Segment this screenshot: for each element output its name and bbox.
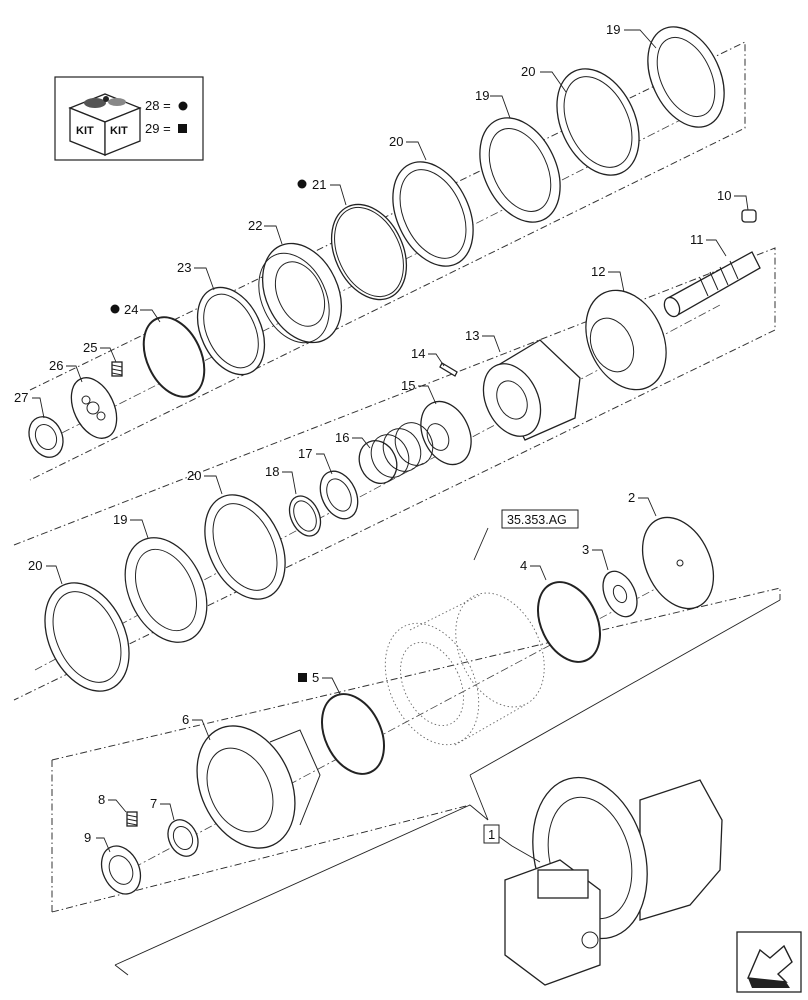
callout-9: 9 bbox=[84, 830, 91, 845]
callout-19: 19 bbox=[475, 88, 489, 103]
kit-box-icon: KIT KIT bbox=[68, 93, 142, 156]
housing-reference bbox=[384, 592, 545, 746]
callout-1: 1 bbox=[488, 827, 495, 842]
part-7-seal bbox=[167, 819, 199, 857]
part-19-friction-disc bbox=[479, 117, 561, 223]
callout-16: 16 bbox=[335, 430, 349, 445]
part-20-separator-plate-low bbox=[44, 582, 130, 692]
callout-17: 17 bbox=[298, 446, 312, 461]
circle-marker-icon bbox=[178, 101, 188, 111]
callout-25: 25 bbox=[83, 340, 97, 355]
callout-5: 5 bbox=[312, 670, 319, 685]
callout-21: 21 bbox=[312, 177, 326, 192]
part-6-hub bbox=[196, 725, 321, 849]
callout-2: 2 bbox=[628, 490, 635, 505]
circle-marker-icon bbox=[110, 304, 120, 314]
frame-lower bbox=[51, 587, 781, 912]
callout-22: 22 bbox=[248, 218, 262, 233]
callout-7: 7 bbox=[150, 796, 157, 811]
part-3-washer bbox=[602, 570, 638, 618]
callout-10: 10 bbox=[717, 188, 731, 203]
callout-15: 15 bbox=[401, 378, 415, 393]
part-27-bearing bbox=[28, 416, 64, 458]
callout-14: 14 bbox=[411, 346, 425, 361]
callout-27: 27 bbox=[14, 390, 28, 405]
frame-middle bbox=[13, 247, 776, 701]
callout-23: 23 bbox=[177, 260, 191, 275]
assembly-outline bbox=[114, 599, 781, 966]
square-marker-icon bbox=[298, 673, 307, 682]
callout-6: 6 bbox=[182, 712, 189, 727]
part-20-separator-plate-mid bbox=[204, 494, 286, 600]
square-marker-icon bbox=[178, 124, 187, 133]
part-2-cover bbox=[641, 516, 715, 610]
part-22-piston bbox=[258, 242, 342, 344]
kit-label-right: KIT bbox=[110, 125, 128, 137]
part-21-o-ring bbox=[330, 203, 408, 301]
callout-20-mid: 20 bbox=[187, 468, 201, 483]
callouts: 19 20 19 20 21 22 23 24 25 26 27 10 11 1… bbox=[14, 22, 731, 845]
section-reference[interactable]: 35.353.AG bbox=[501, 509, 579, 529]
part-10-plug bbox=[741, 209, 757, 223]
section-reference-label[interactable]: 35.353.AG bbox=[507, 513, 567, 527]
part-25-spring bbox=[111, 361, 123, 377]
callout-13: 13 bbox=[465, 328, 479, 343]
callout-20: 20 bbox=[389, 134, 403, 149]
part-13-carrier bbox=[482, 339, 581, 441]
part-4-o-ring bbox=[537, 581, 601, 663]
callout-20-low: 20 bbox=[28, 558, 42, 573]
axis-lower bbox=[119, 564, 701, 876]
callout-26: 26 bbox=[49, 358, 63, 373]
part-23-back-up-ring bbox=[196, 286, 266, 376]
kit-entry-29: 29 = bbox=[145, 121, 171, 136]
callout-3: 3 bbox=[582, 542, 589, 557]
callout-1-box bbox=[483, 824, 500, 844]
part-12-gear-disc bbox=[585, 289, 667, 391]
circle-marker-icon bbox=[297, 179, 307, 189]
part-14-pin bbox=[439, 362, 458, 377]
part-16-spring-coil bbox=[358, 422, 434, 484]
callout-24: 24 bbox=[124, 302, 138, 317]
leader-lines bbox=[32, 29, 749, 863]
part-19-friction-disc-mid bbox=[124, 537, 208, 643]
kit-label-left: KIT bbox=[76, 125, 94, 137]
part-20-separator-plate-top bbox=[556, 68, 640, 176]
part-15-thrust-washer bbox=[420, 400, 472, 466]
part-24-o-ring bbox=[142, 316, 206, 398]
part-8-spring bbox=[126, 811, 138, 827]
part-11-shaft bbox=[663, 251, 761, 318]
callout-11: 11 bbox=[690, 232, 704, 247]
callout-20-top: 20 bbox=[521, 64, 535, 79]
callout-12: 12 bbox=[591, 264, 605, 279]
part-1-final-drive-assembly bbox=[504, 776, 723, 986]
callout-18: 18 bbox=[265, 464, 279, 479]
kit-entry-28: 28 = bbox=[145, 98, 171, 113]
navigation-arrow-icon[interactable] bbox=[736, 931, 802, 993]
part-20-separator-plate bbox=[392, 161, 474, 267]
part-17-washer bbox=[319, 470, 359, 520]
part-18-snap-ring bbox=[288, 495, 322, 537]
callout-8: 8 bbox=[98, 792, 105, 807]
part-26-plate bbox=[70, 377, 118, 439]
part-9-bearing bbox=[100, 845, 142, 895]
part-5-o-ring bbox=[321, 693, 385, 775]
callout-19-low: 19 bbox=[113, 512, 127, 527]
callout-4: 4 bbox=[520, 558, 527, 573]
part-19-friction-disc-top bbox=[647, 26, 725, 128]
callout-19-top: 19 bbox=[606, 22, 620, 37]
frame-upper bbox=[29, 41, 746, 481]
kit-legend: KIT KIT 28 = 29 = bbox=[54, 76, 204, 161]
